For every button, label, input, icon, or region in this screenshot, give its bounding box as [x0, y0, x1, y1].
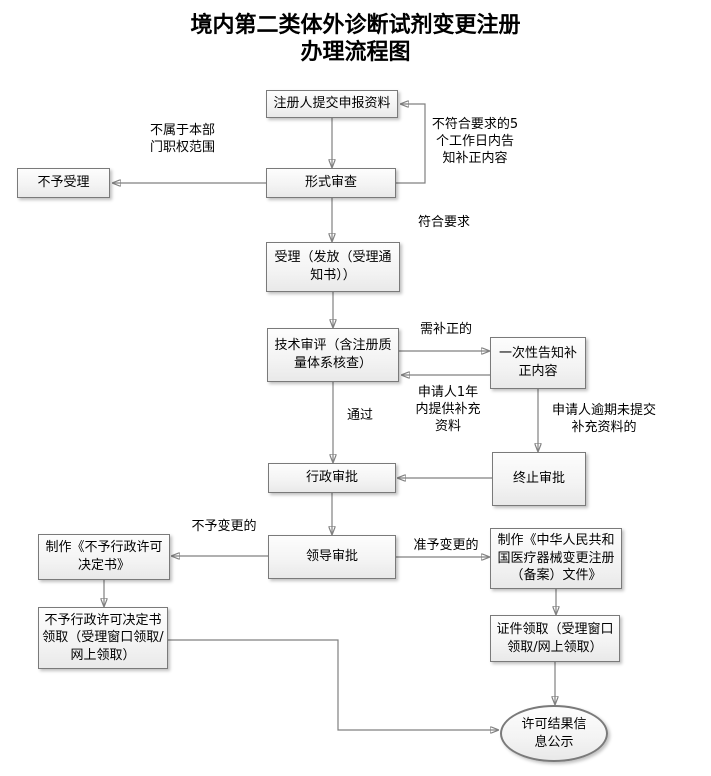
node-certificate-pickup: 证件领取（受理窗口领取/网上领取） [490, 615, 620, 662]
connector-denial-pickup-to-publicity [168, 639, 498, 730]
edge-label-change-granted: 准予变更的 [413, 538, 479, 553]
node-make-denial-decision: 制作《不予行政许可决定书》 [38, 534, 170, 580]
node-terminate-approval: 终止审批 [492, 452, 586, 506]
connector-formal-review-back-to-submit [396, 104, 426, 184]
node-make-change-certificate: 制作《中华人民共和国医疗器械变更注册（备案）文件》 [490, 528, 622, 589]
node-not-accepted: 不予受理 [17, 168, 110, 198]
edge-label-overdue-no-supplement: 申请人逾期未提交补充资料的 [551, 403, 656, 435]
node-denial-decision-pickup: 不予行政许可决定书领取（受理窗口领取/网上领取） [38, 607, 168, 669]
edge-label-not-meeting-requirements: 不符合要求的5个工作日内告知补正内容 [431, 117, 519, 166]
edge-label-meets-requirements: 符合要求 [417, 215, 470, 230]
node-one-time-correction-notice: 一次性告知补正内容 [490, 337, 586, 389]
edge-label-pass: 通过 [346, 408, 373, 423]
node-result-publicity: 许可结果信息公示 [500, 705, 608, 762]
node-acceptance: 受理（发放（受理通知书）） [266, 242, 400, 292]
edge-label-needs-correction: 需补正的 [419, 322, 472, 337]
node-administrative-approval: 行政审批 [268, 463, 396, 493]
node-formal-review: 形式审查 [266, 168, 396, 198]
page-title-line2: 办理流程图 [300, 38, 411, 65]
node-technical-review: 技术审评（含注册质量体系核查） [267, 328, 399, 382]
page-title: 境内第二类体外诊断试剂变更注册 办理流程图 [0, 12, 711, 66]
node-leader-approval: 领导审批 [268, 535, 396, 579]
edge-label-change-denied: 不予变更的 [191, 519, 257, 534]
page-title-line1: 境内第二类体外诊断试剂变更注册 [190, 12, 521, 38]
node-submit-application: 注册人提交申报资料 [266, 90, 398, 118]
edge-label-supplement-within-one-year: 申请人1年内提供补充资料 [415, 385, 481, 434]
edge-label-out-of-authority: 不属于本部门职权范围 [150, 123, 216, 155]
